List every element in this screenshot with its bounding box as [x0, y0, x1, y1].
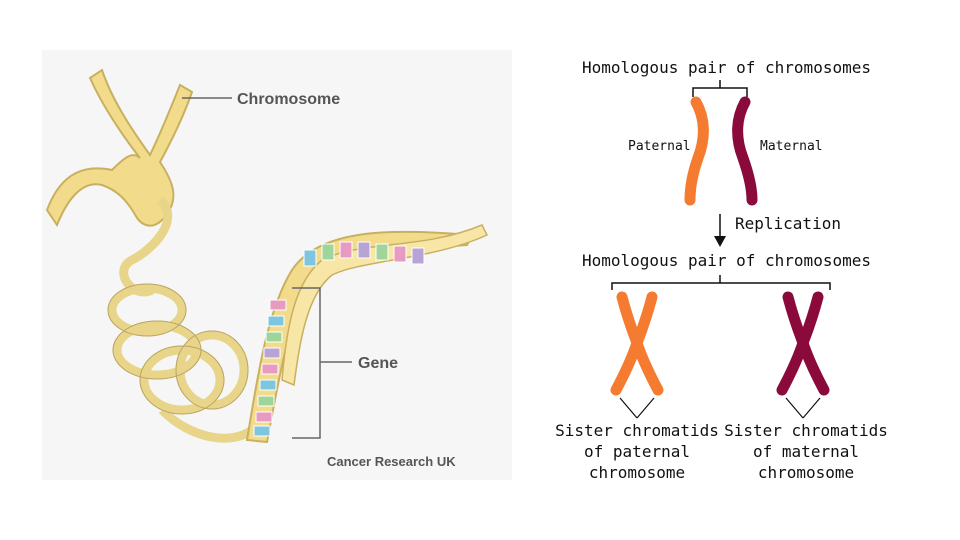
- top-bracket: [692, 87, 748, 97]
- maternal-chromosome: [732, 96, 758, 206]
- paternal-caption-line2: of paternal: [584, 442, 690, 461]
- base-pairs: [253, 241, 425, 437]
- chromatin-coils-outline: [107, 283, 249, 415]
- bottom-bracket: [611, 282, 831, 290]
- gene-bracket: [292, 287, 321, 439]
- homologous-replication-diagram: Homologous pair of chromosomes Paternal …: [540, 40, 940, 500]
- maternal-caption-line2: of maternal: [753, 442, 859, 461]
- chromosome-gene-illustration: Chromosome Gene Cancer Research UK: [42, 50, 512, 480]
- replication-label: Replication: [735, 214, 841, 233]
- dna-helix: [245, 224, 489, 444]
- bottom-title: Homologous pair of chromosomes: [582, 251, 871, 270]
- credit-text: Cancer Research UK: [327, 454, 456, 469]
- top-title: Homologous pair of chromosomes: [582, 58, 871, 77]
- paternal-chromosome: [684, 96, 709, 206]
- maternal-caption-line1: Sister chromatids: [724, 421, 888, 440]
- paternal-caption-line3: chromosome: [589, 463, 685, 482]
- maternal-sister-chromatids: [776, 291, 830, 396]
- maternal-caption-line3: chromosome: [758, 463, 854, 482]
- paternal-caption-line1: Sister chromatids: [555, 421, 719, 440]
- caption-pointers: [619, 397, 821, 419]
- gene-label: Gene: [358, 355, 398, 372]
- replication-svg: Homologous pair of chromosomes Paternal …: [555, 58, 888, 482]
- chromatin-coils: [107, 196, 255, 443]
- maternal-label: Maternal: [760, 139, 823, 154]
- paternal-sister-chromatids: [610, 291, 664, 396]
- chromosome-gene-svg: Chromosome Gene Cancer Research UK: [45, 68, 489, 469]
- x-chromosome: [45, 68, 194, 228]
- paternal-label: Paternal: [628, 139, 691, 154]
- chromosome-label: Chromosome: [237, 91, 340, 108]
- replication-arrow-head: [714, 236, 726, 247]
